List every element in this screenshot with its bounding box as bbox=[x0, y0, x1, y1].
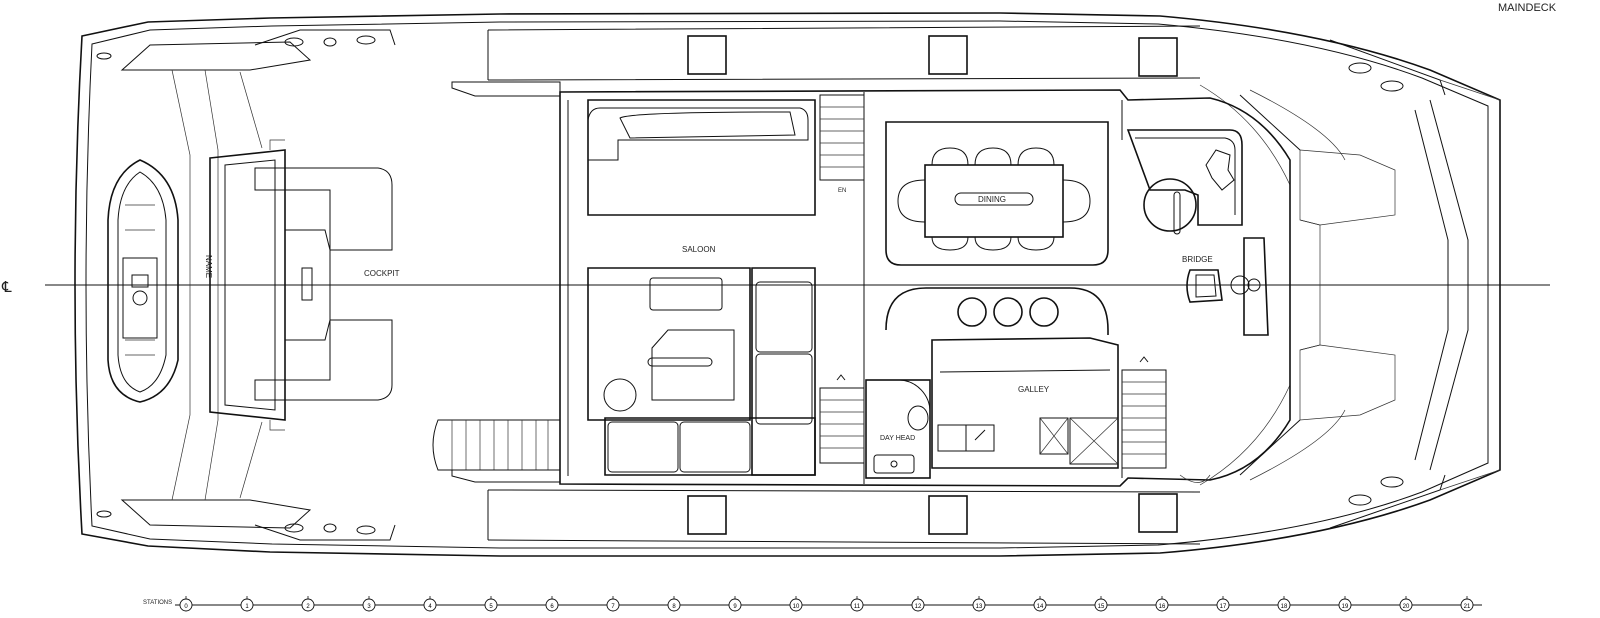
stern-platform bbox=[96, 29, 396, 541]
station-number: 8 bbox=[672, 604, 676, 610]
side-decks bbox=[451, 25, 1201, 545]
station-number: 14 bbox=[1037, 604, 1044, 610]
bridge-helm: BRIDGE bbox=[1121, 100, 1269, 483]
station-number: 21 bbox=[1464, 604, 1471, 610]
station-number: 13 bbox=[976, 604, 983, 610]
station-number: 1 bbox=[245, 604, 249, 610]
station-number: 2 bbox=[306, 604, 310, 610]
tender-dinghy: NAME bbox=[107, 159, 213, 403]
stern-steps bbox=[432, 419, 561, 471]
station-number: 16 bbox=[1159, 604, 1166, 610]
station-number: 15 bbox=[1098, 604, 1105, 610]
stairs: EN bbox=[819, 94, 1167, 469]
station-number: 12 bbox=[915, 604, 922, 610]
station-number: 7 bbox=[611, 604, 615, 610]
station-number: 17 bbox=[1220, 604, 1227, 610]
centerline-symbol: ℄ bbox=[1, 279, 12, 296]
station-number: 18 bbox=[1281, 604, 1288, 610]
station-number: 9 bbox=[733, 604, 737, 610]
room-label-galley: GALLEY bbox=[1018, 385, 1050, 394]
stair-mark-upper: EN bbox=[838, 188, 846, 194]
galley-furniture: GALLEY bbox=[885, 287, 1119, 469]
room-label-day-head: DAY HEAD bbox=[880, 435, 915, 442]
station-number: 20 bbox=[1403, 604, 1410, 610]
station-number: 5 bbox=[489, 604, 493, 610]
room-label-saloon: SALOON bbox=[682, 245, 716, 254]
room-label-cockpit: COCKPIT bbox=[364, 269, 400, 278]
day-head: DAY HEAD bbox=[865, 379, 931, 479]
tender-name-mark: NAME bbox=[204, 255, 213, 278]
dining-furniture: DINING bbox=[885, 121, 1109, 266]
room-label-dining: DINING bbox=[978, 195, 1006, 204]
room-label-bridge: BRIDGE bbox=[1182, 255, 1213, 264]
cockpit-seating: COCKPIT bbox=[209, 139, 400, 431]
station-number: 10 bbox=[793, 604, 800, 610]
saloon-furniture: SALOON bbox=[587, 99, 816, 476]
station-number: 3 bbox=[367, 604, 371, 610]
station-number: 6 bbox=[550, 604, 554, 610]
stations-label: STATIONS bbox=[143, 600, 172, 606]
station-number: 11 bbox=[854, 604, 861, 610]
station-number: 4 bbox=[428, 604, 432, 610]
station-number: 19 bbox=[1342, 604, 1349, 610]
drawing-title: MAINDECK bbox=[1498, 2, 1557, 14]
station-number: 0 bbox=[184, 604, 188, 610]
